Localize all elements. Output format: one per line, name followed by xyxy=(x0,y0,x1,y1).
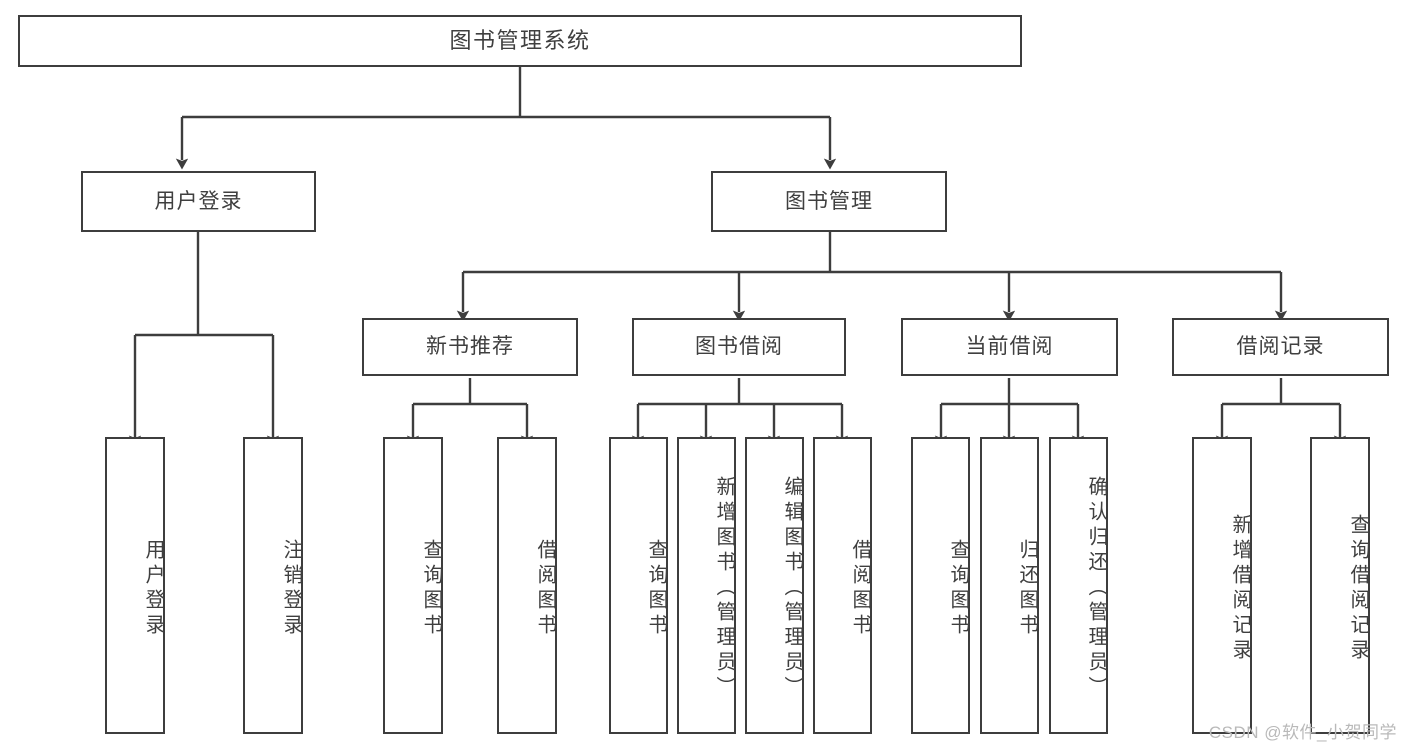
node-user-login-label: 用户登录 xyxy=(154,189,243,213)
leaf-query-book-3-label: 查询图书 xyxy=(947,538,969,639)
leaf-query-book-1-label: 查询图书 xyxy=(420,538,442,639)
node-borrow-record[interactable]: 借阅记录 xyxy=(1172,318,1389,376)
node-new-book-rec-label: 新书推荐 xyxy=(426,335,514,359)
leaf-add-record[interactable]: 新增借阅记录 xyxy=(1192,437,1252,734)
leaf-query-record-label: 查询借阅记录 xyxy=(1347,513,1369,664)
leaf-user-login-label: 用户登录 xyxy=(142,538,164,639)
leaf-user-logout-label: 注销登录 xyxy=(280,538,302,639)
node-current-borrow-label: 当前借阅 xyxy=(965,335,1054,359)
node-root-label: 图书管理系统 xyxy=(449,27,591,53)
node-root[interactable]: 图书管理系统 xyxy=(18,15,1022,67)
watermark: CSDN @软件_小贺同学 xyxy=(1208,723,1397,742)
leaf-add-book-label: 新增图书（管理员） xyxy=(713,476,735,701)
leaf-borrow-book-1-label: 借阅图书 xyxy=(534,538,556,639)
leaf-query-record[interactable]: 查询借阅记录 xyxy=(1310,437,1370,734)
leaf-edit-book-label: 编辑图书（管理员） xyxy=(781,476,803,701)
leaf-add-book[interactable]: 新增图书（管理员） xyxy=(677,437,736,734)
leaf-query-book-1[interactable]: 查询图书 xyxy=(383,437,443,734)
node-book-manage-label: 图书管理 xyxy=(785,189,873,213)
node-new-book-rec[interactable]: 新书推荐 xyxy=(362,318,578,376)
node-book-borrow-label: 图书借阅 xyxy=(695,335,783,359)
leaf-user-logout[interactable]: 注销登录 xyxy=(243,437,303,734)
leaf-borrow-book-2-label: 借阅图书 xyxy=(849,538,871,639)
leaf-query-book-2[interactable]: 查询图书 xyxy=(609,437,668,734)
node-current-borrow[interactable]: 当前借阅 xyxy=(901,318,1118,376)
leaf-add-record-label: 新增借阅记录 xyxy=(1229,513,1251,664)
leaf-return-book[interactable]: 归还图书 xyxy=(980,437,1039,734)
leaf-return-book-label: 归还图书 xyxy=(1016,538,1038,639)
node-book-manage[interactable]: 图书管理 xyxy=(711,171,947,232)
leaf-borrow-book-1[interactable]: 借阅图书 xyxy=(497,437,557,734)
leaf-confirm-return[interactable]: 确认归还（管理员） xyxy=(1049,437,1108,734)
leaf-confirm-return-label: 确认归还（管理员） xyxy=(1085,476,1107,701)
leaf-query-book-2-label: 查询图书 xyxy=(645,538,667,639)
leaf-query-book-3[interactable]: 查询图书 xyxy=(911,437,970,734)
node-user-login[interactable]: 用户登录 xyxy=(81,171,316,232)
node-borrow-record-label: 借阅记录 xyxy=(1236,335,1325,359)
leaf-edit-book[interactable]: 编辑图书（管理员） xyxy=(745,437,804,734)
node-book-borrow[interactable]: 图书借阅 xyxy=(632,318,846,376)
leaf-borrow-book-2[interactable]: 借阅图书 xyxy=(813,437,872,734)
leaf-user-login[interactable]: 用户登录 xyxy=(105,437,165,734)
